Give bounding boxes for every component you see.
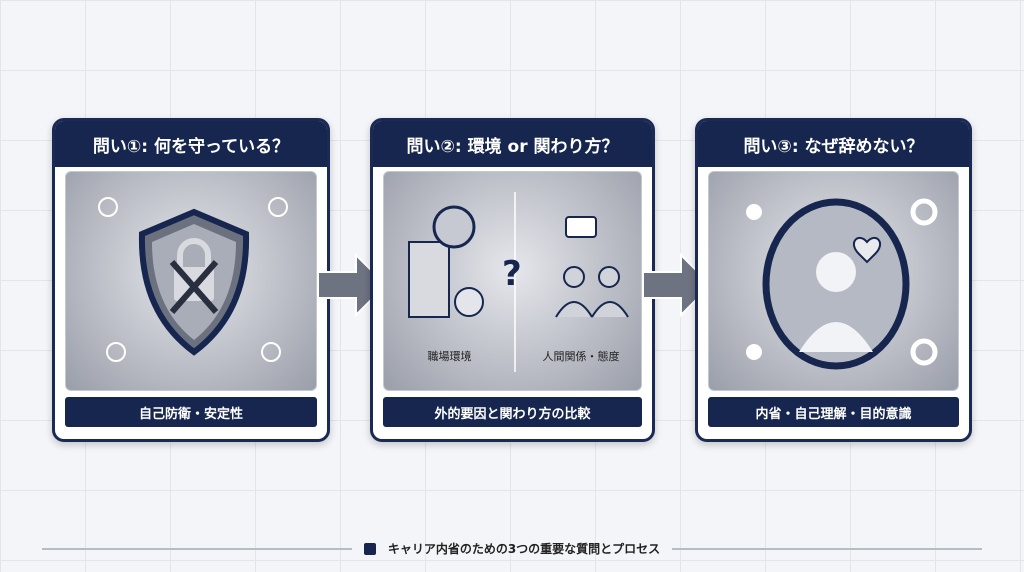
footer-caption: キャリア内省のための3つの重要な質問とプロセス xyxy=(387,542,661,556)
footer: キャリア内省のための3つの重要な質問とプロセス xyxy=(0,540,1024,557)
shield-illustration xyxy=(65,171,317,391)
question-mark: ? xyxy=(502,254,522,294)
panel-question-1: 問い①: 何を守っている？ 自己防衛・安定性 xyxy=(52,118,330,442)
panel-title: 問い②: 環境 or 関わり方？ xyxy=(373,121,652,167)
panel-caption: 外的要因と関わり方の比較 xyxy=(383,397,642,427)
divider xyxy=(41,547,352,550)
building-people-icon xyxy=(408,192,629,372)
comparison-illustration: 職場環境 人間関係・態度 ? xyxy=(383,171,642,391)
mirror-illustration xyxy=(708,171,959,391)
panel-question-3: 問い③: なぜ辞めない？ 内省・自己理解・目的意識 xyxy=(695,118,972,442)
divider xyxy=(672,547,983,550)
panel-title: 問い①: 何を守っている？ xyxy=(55,121,327,167)
right-label: 人間関係・態度 xyxy=(542,350,620,363)
panel-caption: 自己防衛・安定性 xyxy=(65,397,317,427)
panel-caption: 内省・自己理解・目的意識 xyxy=(708,397,959,427)
panel-title: 問い③: なぜ辞めない？ xyxy=(698,121,969,167)
panel-question-2: 問い②: 環境 or 関わり方？ 職場環境 人間関係・態度 ? 外的要因と関わり… xyxy=(370,118,655,442)
mirror-reflection-icon xyxy=(746,198,938,370)
left-label: 職場環境 xyxy=(427,350,472,363)
square-icon xyxy=(363,542,376,555)
shield-lock-icon xyxy=(98,197,288,362)
